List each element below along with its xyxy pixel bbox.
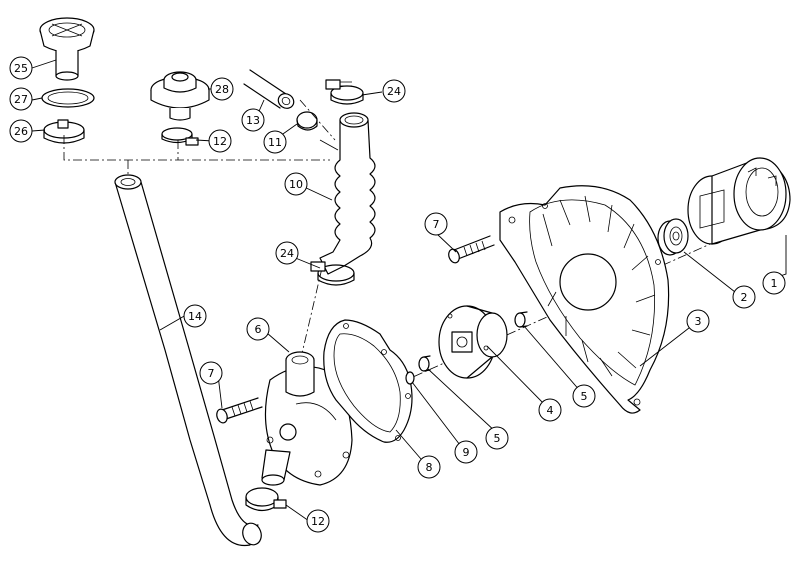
callout-circle (382, 79, 406, 103)
callout-number: 6 (255, 323, 262, 336)
part-3-mounting-plate (499, 185, 670, 414)
callout-number: 24 (387, 85, 401, 98)
part-5-bush-upper (514, 311, 528, 328)
callout-number: 2 (741, 291, 748, 304)
part-12-hose-clip-top (161, 127, 199, 146)
callout-circle (538, 398, 562, 422)
callout-c14: 14 (183, 304, 207, 328)
callout-circle (686, 309, 710, 333)
callout-c8: 8 (417, 455, 441, 479)
callout-number: 12 (213, 135, 227, 148)
callout-number: 12 (311, 515, 325, 528)
callout-circle (199, 361, 223, 385)
part-1-coupling (687, 157, 791, 245)
callout-number: 14 (188, 310, 202, 323)
part-10-bellows-hose (319, 112, 376, 275)
callout-c1: 1 (762, 271, 786, 295)
callout-number: 28 (215, 83, 229, 96)
callout-number: 26 (14, 125, 28, 138)
part-27-o-ring (41, 88, 95, 108)
callout-circle (9, 87, 33, 111)
callout-circle (424, 212, 448, 236)
callout-circle (208, 129, 232, 153)
callout-c13: 13 (241, 108, 265, 132)
callout-number: 13 (246, 114, 260, 127)
callout-circle (306, 509, 330, 533)
part-28-cap (150, 71, 210, 121)
callout-circle (210, 77, 234, 101)
part-25-filler-cap (39, 17, 95, 81)
part-24-clamp-top (325, 79, 364, 105)
callout-c5a: 5 (572, 384, 596, 408)
callout-circle (183, 304, 207, 328)
callout-circle (263, 130, 287, 154)
callout-c11: 11 (263, 130, 287, 154)
part-12-hose-clip-bottom (245, 487, 287, 512)
part-14-long-hose (114, 174, 262, 547)
callout-c7b: 7 (199, 361, 223, 385)
part-2-bearing (657, 218, 689, 256)
callout-number: 3 (695, 315, 702, 328)
callout-number: 8 (426, 461, 433, 474)
callout-number: 7 (433, 218, 440, 231)
part-5-bush-lower (418, 355, 431, 372)
callout-c3: 3 (686, 309, 710, 333)
part-7-bolt-lower (216, 397, 263, 424)
callout-c12a: 12 (208, 129, 232, 153)
callout-c5b: 5 (485, 426, 509, 450)
callout-number: 25 (14, 62, 28, 75)
callout-circle (762, 271, 786, 295)
part-13-hose-piece (243, 69, 295, 109)
part-24-clamp-lower (310, 261, 355, 286)
callout-c25: 25 (9, 56, 33, 80)
callout-c28: 28 (210, 77, 234, 101)
callout-number: 7 (208, 367, 215, 380)
leader-lines (31, 59, 787, 522)
callout-number: 11 (268, 136, 282, 149)
callout-circle (417, 455, 441, 479)
callout-c7a: 7 (424, 212, 448, 236)
callout-circle (732, 285, 756, 309)
callout-c24a: 24 (382, 79, 406, 103)
callout-circle (284, 172, 308, 196)
callout-number: 5 (494, 432, 501, 445)
callout-c26: 26 (9, 119, 33, 143)
callout-circle (246, 317, 270, 341)
callout-circle (485, 426, 509, 450)
callout-c6: 6 (246, 317, 270, 341)
callout-number: 10 (289, 178, 303, 191)
part-9-ring (405, 371, 415, 385)
callout-circle (275, 241, 299, 265)
callout-number: 1 (771, 277, 778, 290)
callout-c10: 10 (284, 172, 308, 196)
callout-number: 27 (14, 93, 28, 106)
part-4-rotor (438, 305, 508, 379)
callout-c12b: 12 (306, 509, 330, 533)
part-8-gasket (323, 319, 413, 443)
callout-number: 5 (581, 390, 588, 403)
callout-c24b: 24 (275, 241, 299, 265)
callout-number: 24 (280, 247, 294, 260)
callout-c2: 2 (732, 285, 756, 309)
part-11-hose-clip (296, 111, 318, 131)
callout-circle (454, 440, 478, 464)
callout-circle (9, 56, 33, 80)
callout-c4: 4 (538, 398, 562, 422)
callout-number: 4 (547, 404, 554, 417)
callout-circle (572, 384, 596, 408)
callout-number: 9 (463, 446, 470, 459)
callout-c9: 9 (454, 440, 478, 464)
part-7-bolt-upper (448, 235, 495, 264)
assembly-axes (63, 99, 776, 433)
callout-c27: 27 (9, 87, 33, 111)
callout-circle (241, 108, 265, 132)
callout-circle (9, 119, 33, 143)
